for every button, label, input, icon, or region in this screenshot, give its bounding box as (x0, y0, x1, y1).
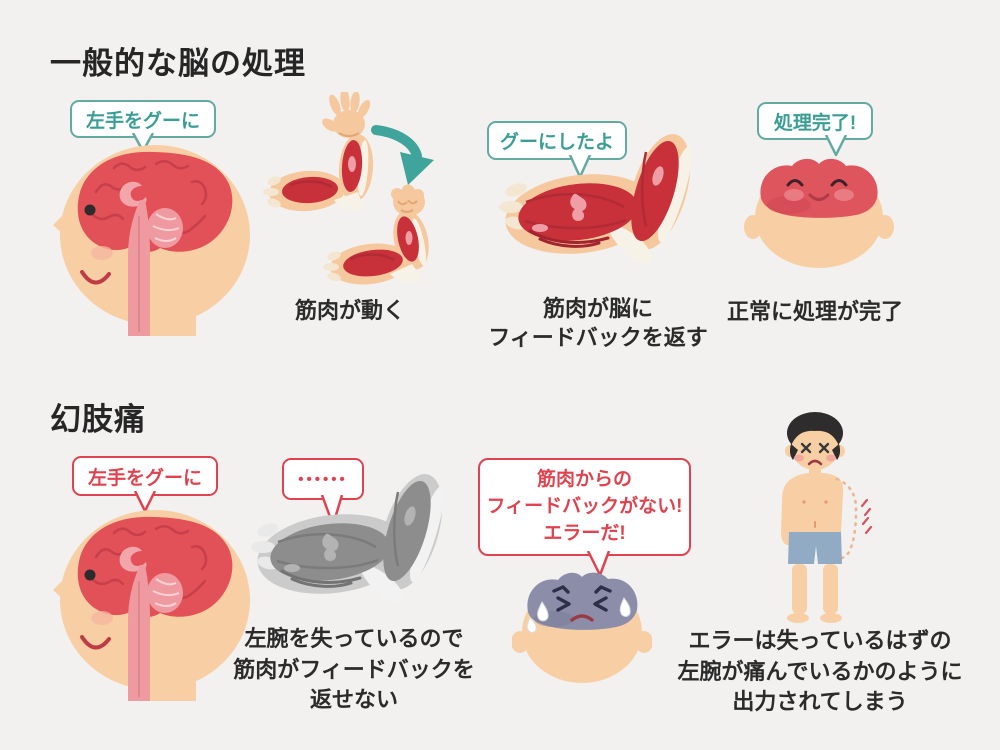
distressed-eyes (552, 585, 612, 612)
pain-marks (860, 498, 873, 535)
lost-arm-grayed-illustration (251, 474, 444, 604)
leg-shape (823, 564, 838, 614)
cerebellum-stripes (152, 213, 180, 242)
speech-bubble-error: 筋肉からの フィードバックがない! エラーだ! (478, 458, 691, 577)
boy-missing-left-arm-illustration (781, 412, 873, 623)
speech-bubble-text: 左手をグーに (87, 467, 202, 489)
speech-bubble-text: •••••• (298, 470, 348, 488)
brain-blush (834, 189, 854, 201)
motion-arrow (371, 125, 434, 185)
fist-arm (323, 184, 429, 285)
sweat-drops (526, 597, 631, 633)
smile-shape (80, 270, 111, 285)
elbow-tendon (334, 192, 364, 211)
caption-error-output: エラーは失っているはずの 左腕が痛んでいるかのように 出力されてしまう (672, 626, 968, 718)
caption-line: 左腕を失っているので (244, 626, 464, 651)
cerebellum-stripes (152, 578, 180, 607)
eye-dot (84, 569, 96, 581)
speech-bubble-text: フィードバックがない! (486, 496, 683, 517)
head-profile-brain-illustration-phantom (53, 510, 250, 701)
happy-brain-face-illustration (744, 158, 894, 268)
caption-line: 返せない (309, 687, 398, 712)
open-palm (333, 110, 365, 138)
speech-bubble-text: 筋肉からの (536, 469, 632, 490)
caption-feedback: 筋肉が脳に フィードバックを返す (478, 294, 718, 352)
section-title-normal: 一般的な脳の処理 (50, 46, 306, 81)
blush-shape (91, 611, 113, 625)
foot-shape (820, 613, 842, 623)
phantom-arm-outline (834, 477, 858, 560)
nose-shape (53, 212, 66, 237)
arm-open-hand-to-fist-illustration (263, 92, 434, 285)
caption-line: 左腕が痛んでいるかのように (677, 658, 963, 684)
frown-shape (570, 614, 594, 622)
speech-bubble-tail (824, 135, 848, 157)
caption-line: 出力されてしまう (732, 689, 908, 714)
caption-lost-arm: 左腕を失っているので 筋肉がフィードバックを 返せない (228, 624, 480, 716)
speech-bubble-done: 処理完了! (757, 102, 873, 157)
caption-muscle-moves: 筋肉が動く (294, 298, 405, 323)
speech-bubble-text: 処理完了! (773, 112, 857, 134)
smile-shape (808, 193, 830, 201)
speech-bubble-text: 左手をグーに (85, 110, 200, 132)
happy-eyes (786, 179, 848, 187)
brain-shape (760, 158, 878, 218)
x-eyes (800, 442, 830, 454)
caption-line: 筋肉が脳に (542, 296, 653, 321)
shorts-shape (788, 532, 842, 564)
right-arm-shape (781, 478, 795, 545)
hair-fringe (791, 418, 839, 446)
blush-shape (91, 246, 113, 260)
foot-shape (787, 613, 809, 623)
speech-bubble-command-normal: 左手をグーに (70, 100, 216, 153)
nose-shape (53, 577, 66, 602)
section-title-phantom: 幻肢痛 (50, 402, 146, 437)
brain-blush (784, 189, 804, 201)
caption-line: エラーは失っているはずの (688, 628, 952, 653)
open-hand-arm (263, 92, 374, 212)
torso-shape (786, 472, 844, 532)
caption-line: 筋肉がフィードバックを (233, 656, 475, 682)
speech-bubble-text: グーにしたよ (499, 132, 614, 153)
speech-bubble-silence: •••••• (282, 458, 364, 527)
elbow-tendon (390, 264, 422, 283)
smile-shape (80, 635, 111, 650)
speech-bubble-command-phantom: 左手をグーに (72, 456, 218, 513)
flexed-arm-muscle-illustration (499, 134, 692, 264)
elbow-tendon (608, 224, 653, 264)
blush-shape (826, 454, 836, 462)
caption-done: 正常に処理が完了 (726, 299, 903, 324)
caption-line: フィードバックを返す (488, 325, 708, 350)
inner-brain-shape (119, 181, 147, 207)
speech-bubble-feedback: グーにしたよ (487, 121, 627, 179)
blush-shape (794, 454, 804, 462)
head-profile-brain-illustration-normal (53, 145, 250, 336)
frown-shape (807, 459, 823, 466)
eye-dot (84, 204, 96, 216)
inner-brain-shape (119, 546, 147, 572)
speech-bubble-text: エラーだ! (543, 523, 626, 544)
distressed-brain-face-illustration (512, 572, 652, 683)
elbow-tendon (360, 564, 405, 604)
leg-shape (792, 564, 807, 614)
